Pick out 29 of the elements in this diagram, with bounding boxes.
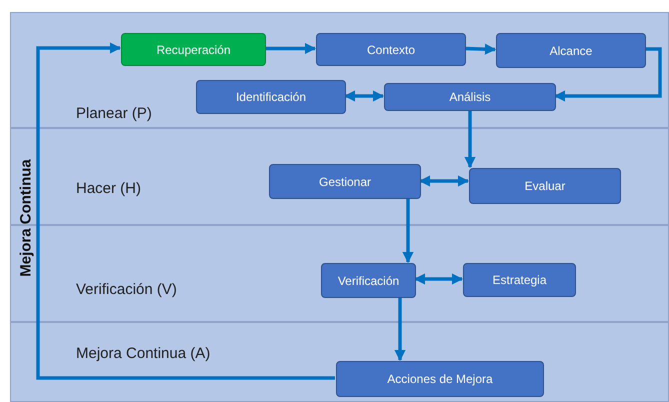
swimlane-band: [10, 12, 669, 128]
swimlane-band: [10, 225, 669, 322]
process-box: Estrategia: [463, 263, 576, 297]
swimlane-band: [10, 128, 669, 225]
process-box: Recuperación: [121, 33, 266, 66]
process-box: Alcance: [496, 33, 646, 68]
arrow: [36, 42, 335, 380]
arrow: [418, 175, 470, 187]
lane-label: Mejora Continua (A): [76, 345, 210, 362]
process-box: Contexto: [316, 33, 466, 66]
arrow: [344, 90, 384, 102]
vertical-label: Mejora Continua: [18, 159, 34, 277]
process-box: Gestionar: [269, 164, 421, 199]
lane-label: Verificación (V): [76, 281, 177, 298]
process-box: Análisis: [384, 83, 556, 111]
process-box: Identificación: [196, 80, 346, 114]
arrow: [414, 273, 464, 285]
arrow: [464, 44, 496, 55]
lane-label: Planear (P): [76, 105, 152, 122]
swimlane-band: [10, 322, 669, 402]
arrow: [394, 297, 406, 362]
arrow: [265, 42, 316, 54]
process-box: Evaluar: [469, 168, 621, 204]
arrow: [554, 47, 662, 102]
lane-label: Hacer (H): [76, 180, 142, 197]
arrow: [402, 198, 414, 264]
arrow: [464, 110, 476, 168]
process-box: Acciones de Mejora: [336, 361, 544, 397]
process-box: Verificación: [321, 263, 416, 298]
